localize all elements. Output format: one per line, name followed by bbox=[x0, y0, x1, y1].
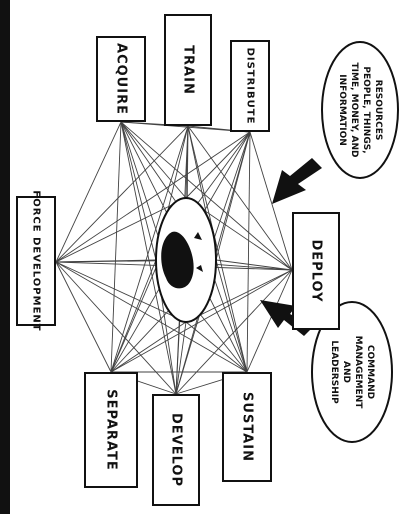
node-train: TRAIN bbox=[164, 14, 212, 126]
command-line: LEADERSHIP bbox=[329, 340, 339, 404]
resources-text: RESOURCES PEOPLE, THINGS, TIME, MONEY, A… bbox=[336, 63, 384, 158]
node-sustain: SUSTAIN bbox=[222, 372, 272, 482]
node-acquire: ACQUIRE bbox=[96, 36, 146, 122]
connector-line bbox=[185, 131, 251, 199]
resources-oval bbox=[321, 41, 399, 179]
globe-island-2 bbox=[196, 265, 203, 272]
node-force-development-label: FORCE DEVELOPMENT bbox=[30, 190, 42, 332]
connector-line bbox=[215, 259, 293, 271]
connector-line bbox=[110, 259, 157, 373]
resources-line: INFORMATION bbox=[337, 74, 347, 146]
connector-line bbox=[55, 197, 187, 263]
connector-line bbox=[175, 269, 293, 395]
connector-line bbox=[246, 269, 293, 373]
command-text: COMMAND MANAGEMENT AND LEADERSHIP bbox=[328, 336, 376, 409]
node-deploy: DEPLOY bbox=[292, 212, 340, 330]
node-separate: SEPARATE bbox=[84, 372, 138, 488]
connector-line bbox=[110, 321, 187, 373]
connector-line bbox=[110, 125, 189, 373]
connector-line bbox=[215, 131, 251, 261]
scan-border bbox=[0, 0, 10, 514]
node-separate-label: SEPARATE bbox=[103, 389, 119, 471]
connector-line bbox=[55, 121, 122, 263]
node-distribute-label: DISTRIBUTE bbox=[244, 47, 256, 125]
resources-arrow bbox=[272, 158, 322, 204]
resources-line: PEOPLE, THINGS, bbox=[361, 66, 371, 154]
node-develop-label: DEVELOP bbox=[168, 412, 184, 488]
command-line: AND bbox=[341, 361, 351, 383]
connector-line bbox=[55, 261, 112, 373]
command-line: MANAGEMENT bbox=[353, 335, 363, 409]
connector-line bbox=[110, 269, 293, 373]
connector-line bbox=[185, 269, 293, 323]
connector-line bbox=[120, 121, 157, 261]
connector-line bbox=[185, 321, 248, 373]
connector-line bbox=[246, 131, 251, 373]
connector-line bbox=[187, 125, 293, 271]
connector-line bbox=[120, 121, 177, 395]
globe-island bbox=[194, 232, 202, 240]
connector-line bbox=[215, 259, 248, 373]
command-line: COMMAND bbox=[365, 344, 375, 400]
connector-line bbox=[120, 121, 187, 199]
node-train-label: TRAIN bbox=[180, 45, 196, 95]
connector-line bbox=[55, 261, 187, 323]
node-sustain-label: SUSTAIN bbox=[239, 392, 255, 462]
node-develop: DEVELOP bbox=[152, 394, 200, 506]
connector-line bbox=[175, 321, 187, 395]
node-acquire-label: ACQUIRE bbox=[113, 43, 129, 115]
resources-line: RESOURCES bbox=[373, 79, 383, 141]
globe-landmass bbox=[161, 231, 194, 289]
connector-line bbox=[249, 131, 293, 271]
node-distribute: DISTRIBUTE bbox=[230, 40, 270, 132]
connector-line bbox=[120, 121, 293, 271]
connector-line bbox=[55, 261, 248, 373]
connector-line bbox=[55, 125, 189, 263]
resources-line: TIME, MONEY, AND bbox=[349, 62, 359, 158]
connector-line bbox=[55, 131, 251, 263]
node-force-development: FORCE DEVELOPMENT bbox=[16, 190, 56, 332]
command-oval bbox=[311, 301, 393, 443]
node-deploy-label: DEPLOY bbox=[308, 239, 324, 303]
connector-line bbox=[110, 121, 122, 373]
